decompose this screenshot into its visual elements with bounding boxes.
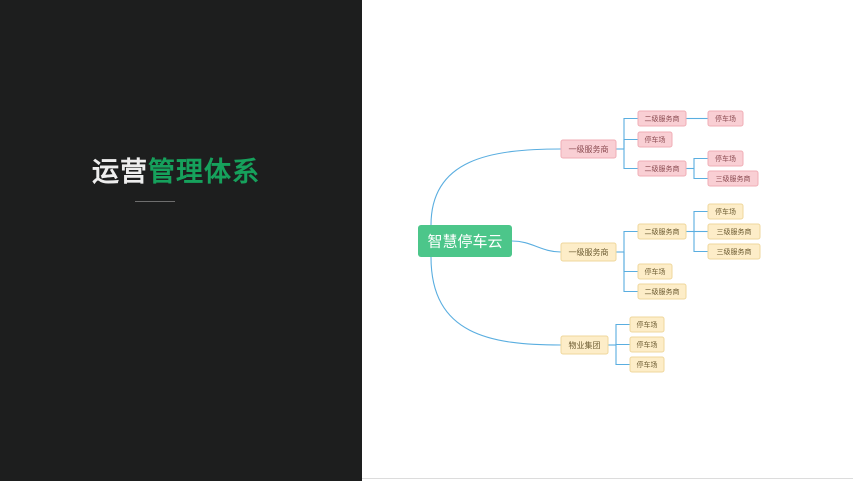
branch-0-child-2-box bbox=[637, 160, 687, 177]
branch-1-link-0 bbox=[623, 230, 638, 252]
branch-0-child-0-leaf-0-box bbox=[707, 110, 744, 127]
branch-2-link-0 bbox=[615, 323, 630, 345]
branch-2-child-0-box bbox=[629, 316, 665, 333]
branch-0-child-2-label: 二级服务商 bbox=[645, 164, 680, 173]
branch-2-child-1-box bbox=[629, 336, 665, 353]
branch-0-link-1 bbox=[623, 138, 638, 149]
branch-2-box bbox=[560, 335, 609, 355]
branch-2-child-2-label: 停车场 bbox=[637, 360, 658, 369]
slide-title-part2: 管理体系 bbox=[148, 157, 260, 188]
branch-0-child-1-label: 停车场 bbox=[645, 135, 666, 144]
branch-1-box bbox=[560, 242, 617, 262]
branch-0-child-2-leaf-0-box bbox=[707, 150, 744, 167]
branch-1-child-1-label: 停车场 bbox=[645, 267, 666, 276]
branch-0-child-0-box bbox=[637, 110, 687, 127]
branch-2-child-1: 停车场 bbox=[629, 336, 665, 353]
branch-1-child-0: 二级服务商 bbox=[637, 223, 687, 240]
branch-2-child-0-label: 停车场 bbox=[637, 320, 658, 329]
branch-0-child-2-link-1 bbox=[693, 168, 708, 180]
branch-2-child-2-box bbox=[629, 356, 665, 373]
branch-1-child-0-leaf-1-box bbox=[707, 223, 761, 240]
branch-1-child-0-leaf-2-label: 三级服务商 bbox=[717, 247, 752, 256]
branch-0-box bbox=[560, 139, 617, 159]
branch-2-child-2: 停车场 bbox=[629, 356, 665, 373]
branch-2: 物业集团 bbox=[560, 335, 609, 355]
branch-0-label: 一级服务商 bbox=[569, 144, 609, 154]
branch-0-child-2-leaf-0-label: 停车场 bbox=[715, 154, 736, 163]
root-node-box bbox=[418, 225, 512, 257]
slide-title: 运营管理体系 bbox=[0, 150, 352, 189]
root-node: 智慧停车云 bbox=[418, 225, 512, 257]
branch-1: 一级服务商 bbox=[560, 242, 617, 262]
branch-1-child-0-leaf-0-label: 停车场 bbox=[715, 207, 736, 216]
branch-0-link-0 bbox=[623, 117, 638, 149]
branch-0-child-0-leaf-0: 停车场 bbox=[707, 110, 744, 127]
root-link-2 bbox=[430, 256, 562, 346]
branch-1-child-0-leaf-0-box bbox=[707, 203, 744, 220]
branch-1-child-1-box bbox=[637, 263, 673, 280]
root-node-label: 智慧停车云 bbox=[427, 233, 502, 251]
branch-1-child-0-link-0 bbox=[693, 210, 708, 232]
branch-2-label: 物业集团 bbox=[569, 340, 601, 350]
title-underline bbox=[135, 201, 175, 202]
branch-0-child-2-link-0 bbox=[693, 157, 708, 169]
branch-1-child-0-leaf-1: 三级服务商 bbox=[707, 223, 761, 240]
branch-0-child-2-leaf-1: 三级服务商 bbox=[707, 170, 759, 187]
branch-1-label: 一级服务商 bbox=[569, 247, 609, 257]
branch-0-child-2-leaf-0: 停车场 bbox=[707, 150, 744, 167]
title-panel: 运营管理体系 bbox=[0, 0, 362, 481]
branch-0-child-2-leaf-1-label: 三级服务商 bbox=[716, 174, 751, 183]
branch-2-child-0: 停车场 bbox=[629, 316, 665, 333]
branch-1-child-0-leaf-1-label: 三级服务商 bbox=[717, 227, 752, 236]
slide-title-part1: 运营 bbox=[92, 157, 148, 188]
branch-0-link-2 bbox=[623, 149, 638, 170]
branch-1-child-0-leaf-2-box bbox=[707, 243, 761, 260]
branch-1-child-0-leaf-0: 停车场 bbox=[707, 203, 744, 220]
bottom-divider bbox=[362, 478, 853, 479]
branch-0-child-2: 二级服务商 bbox=[637, 160, 687, 177]
branch-1-link-2 bbox=[623, 252, 638, 293]
root-link-0 bbox=[430, 148, 562, 226]
branch-0-child-1: 停车场 bbox=[637, 131, 673, 148]
branch-2-child-1-label: 停车场 bbox=[637, 340, 658, 349]
root-link-1 bbox=[511, 240, 562, 253]
branch-0-child-1-box bbox=[637, 131, 673, 148]
branch-1-child-2-label: 二级服务商 bbox=[645, 287, 680, 296]
branch-2-link-2 bbox=[615, 345, 630, 366]
branch-0: 一级服务商 bbox=[560, 139, 617, 159]
branch-1-child-0-leaf-2: 三级服务商 bbox=[707, 243, 761, 260]
branch-1-child-0-box bbox=[637, 223, 687, 240]
branch-0-child-0: 二级服务商 bbox=[637, 110, 687, 127]
branch-1-child-2: 二级服务商 bbox=[637, 283, 687, 300]
branch-1-link-1 bbox=[623, 252, 638, 273]
branch-1-child-0-label: 二级服务商 bbox=[645, 227, 680, 236]
branch-1-child-0-link-2 bbox=[693, 231, 708, 253]
branch-2-link-1 bbox=[615, 343, 630, 346]
branch-0-child-0-leaf-0-label: 停车场 bbox=[715, 114, 736, 123]
branch-1-child-2-box bbox=[637, 283, 687, 300]
branch-0-child-2-leaf-1-box bbox=[707, 170, 759, 187]
branch-1-child-1: 停车场 bbox=[637, 263, 673, 280]
branch-0-child-0-label: 二级服务商 bbox=[645, 114, 680, 123]
